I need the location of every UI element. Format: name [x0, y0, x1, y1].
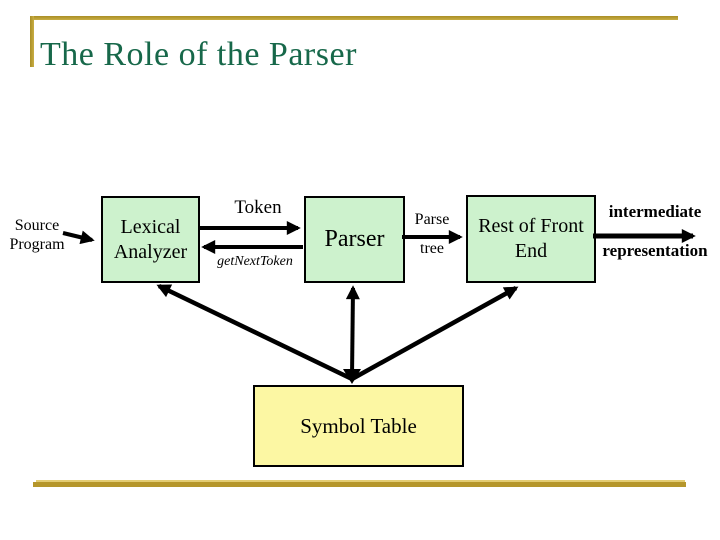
- intermediate-representation-label: intermediate representation: [592, 202, 718, 261]
- lexical-analyzer-line1: Lexical: [120, 215, 181, 238]
- get-next-token-label: getNextToken: [217, 254, 293, 269]
- lexical-analyzer-box: Lexical Analyzer: [101, 196, 200, 283]
- source-program-line2: Program: [9, 236, 65, 253]
- intermediate-representation-line1: intermediate: [608, 202, 702, 221]
- arrow-symboltable-to-lexical: [156, 283, 353, 382]
- lexical-analyzer-line2: Analyzer: [113, 240, 188, 263]
- symbol-table-box: Symbol Table: [253, 385, 464, 467]
- rest-of-front-end-line1: Rest of Front: [478, 215, 584, 237]
- symbol-table-label: Symbol Table: [300, 413, 417, 438]
- source-program-label: Source Program: [4, 216, 70, 254]
- arrow-symboltable-to-parser: [345, 285, 360, 378]
- parser-box: Parser: [304, 196, 405, 283]
- top-gold-line: [30, 16, 678, 20]
- slide-title: The Role of the Parser: [40, 36, 357, 73]
- arrow-symboltable-to-rest: [350, 286, 519, 381]
- parse-tree-label-line2: tree: [420, 240, 444, 257]
- arrowhead-into-symboltable: [343, 369, 361, 384]
- source-program-line1: Source: [14, 217, 60, 234]
- rest-of-front-end-box: Rest of Front End: [466, 195, 596, 283]
- bottom-gold-line-light: [36, 480, 685, 482]
- intermediate-representation-line2: representation: [602, 241, 708, 260]
- bottom-gold-line-dark: [33, 482, 686, 487]
- token-label: Token: [234, 197, 282, 218]
- left-gold-line: [30, 16, 34, 67]
- parser-box-label: Parser: [324, 226, 385, 252]
- parse-tree-label-line1: Parse: [414, 211, 450, 228]
- rest-of-front-end-line2: End: [514, 240, 548, 262]
